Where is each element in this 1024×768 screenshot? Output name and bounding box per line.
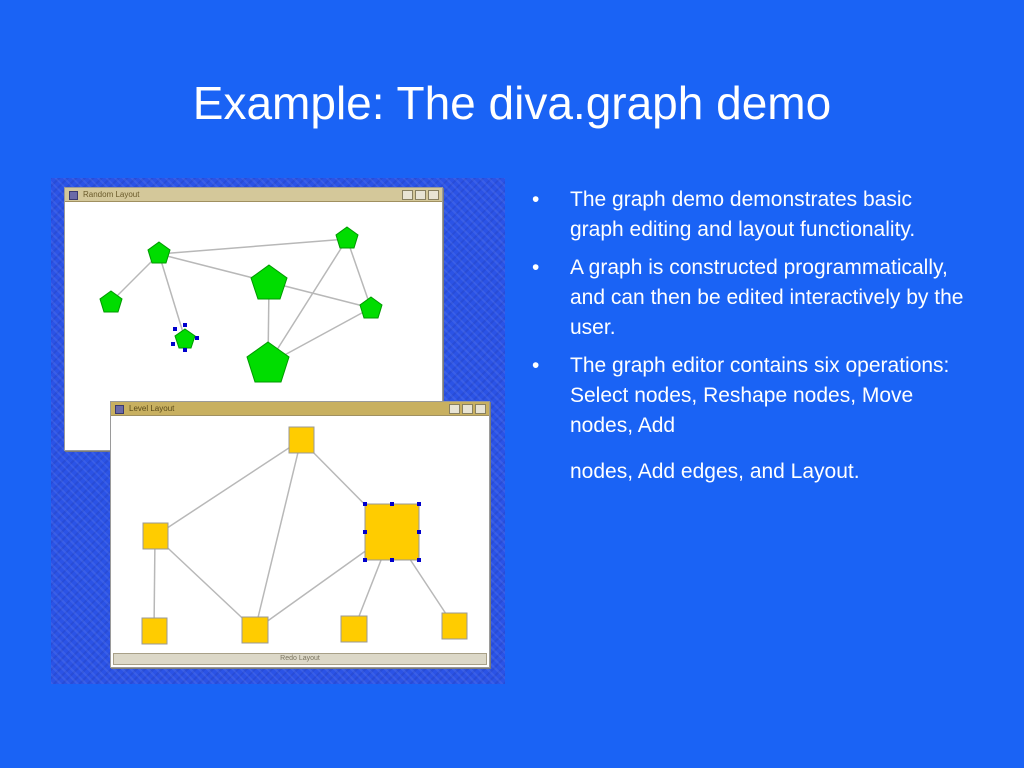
bullet-text-continued: nodes, Add edges, and Layout. (570, 460, 860, 483)
selection-handle[interactable] (417, 502, 421, 506)
selection-handle[interactable] (417, 558, 421, 562)
graph-node[interactable] (335, 226, 359, 249)
minimize-icon[interactable] (449, 404, 460, 414)
bullet-text: A graph is constructed programmatically,… (570, 256, 964, 339)
selection-handle[interactable] (363, 558, 367, 562)
bullet-text: The graph editor contains six operations… (570, 354, 950, 437)
random-layout-titlebar[interactable]: Random Layout (65, 188, 442, 202)
graph-node[interactable] (147, 241, 171, 264)
graph-edge (346, 238, 372, 309)
slide-title: Example: The diva.graph demo (192, 77, 832, 129)
redo-layout-button[interactable]: Redo Layout (113, 653, 487, 665)
graph-node[interactable] (441, 612, 468, 640)
selection-handle[interactable] (390, 558, 394, 562)
graph-node[interactable] (250, 264, 288, 300)
random-layout-canvas[interactable] (65, 202, 442, 450)
level-layout-titlebar[interactable]: Level Layout (111, 402, 489, 416)
graph-edge (267, 238, 348, 365)
graph-edge (158, 238, 348, 255)
graph-node[interactable] (246, 341, 290, 383)
graph-edge (254, 439, 302, 631)
graph-edge (110, 253, 160, 303)
graph-node-selected[interactable] (364, 503, 420, 561)
random-layout-title: Random Layout (83, 190, 140, 199)
graph-node[interactable] (241, 616, 269, 644)
bullet-marker: • (532, 256, 540, 279)
close-icon[interactable] (475, 404, 486, 414)
bullet-text: The graph demo demonstrates basic graph … (570, 188, 916, 241)
app-icon (69, 191, 78, 200)
maximize-icon[interactable] (462, 404, 473, 414)
selection-handle[interactable] (183, 348, 187, 352)
bullet-marker: • (532, 188, 540, 211)
selection-handle[interactable] (363, 530, 367, 534)
selection-handle[interactable] (183, 323, 187, 327)
selection-handle[interactable] (171, 342, 175, 346)
graph-node[interactable] (359, 296, 383, 319)
level-layout-title: Level Layout (129, 404, 175, 413)
graph-node[interactable] (99, 290, 123, 313)
selection-handle[interactable] (173, 327, 177, 331)
graph-edge (153, 535, 156, 632)
graph-edge (154, 439, 302, 537)
graph-node[interactable] (141, 617, 168, 645)
graph-node[interactable] (340, 615, 368, 643)
graph-edge (158, 253, 186, 340)
graph-node[interactable] (288, 426, 315, 454)
graph-node-selected[interactable] (174, 328, 196, 349)
selection-handle[interactable] (195, 336, 199, 340)
graph-edge (154, 535, 256, 631)
window-controls (449, 404, 486, 414)
bullet-marker: • (532, 354, 540, 377)
demo-screenshot: Random Layout (51, 178, 505, 684)
graph-node[interactable] (142, 522, 169, 550)
window-controls (402, 190, 439, 200)
selection-handle[interactable] (390, 502, 394, 506)
bullet-item: • The graph demo demonstrates basic grap… (530, 185, 970, 245)
app-icon (115, 405, 124, 414)
selection-handle[interactable] (417, 530, 421, 534)
bullet-item: • The graph editor contains six operatio… (530, 351, 970, 487)
bullet-list: • The graph demo demonstrates basic grap… (530, 185, 970, 495)
close-icon[interactable] (428, 190, 439, 200)
minimize-icon[interactable] (402, 190, 413, 200)
level-layout-canvas[interactable] (111, 416, 489, 652)
selection-handle[interactable] (363, 502, 367, 506)
maximize-icon[interactable] (415, 190, 426, 200)
bullet-item: • A graph is constructed programmaticall… (530, 253, 970, 343)
level-layout-window: Level Layout (110, 401, 490, 668)
